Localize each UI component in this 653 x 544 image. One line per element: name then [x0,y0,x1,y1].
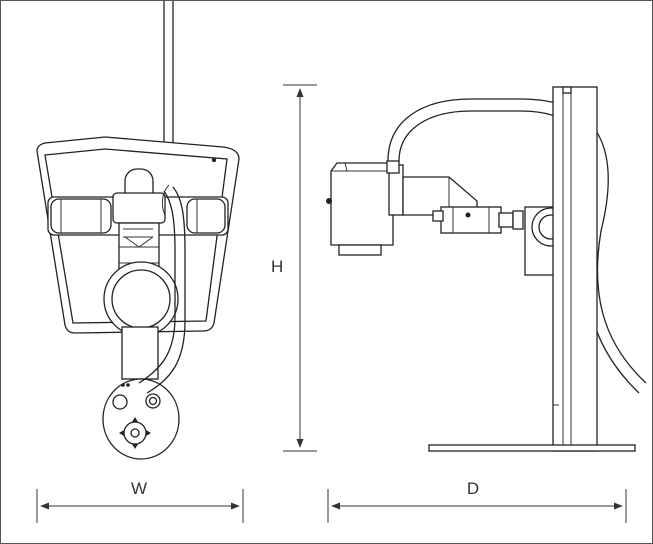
height-dimension: H [271,84,317,452]
front-led-port-left [112,394,128,410]
front-cable-outer [146,186,186,394]
side-view [326,86,647,452]
height-label: H [271,257,283,276]
depth-dimension: D [327,479,627,523]
front-view [36,1,240,460]
front-control-dial [119,417,151,449]
side-camera-body [330,162,394,246]
front-cable-inner [138,190,176,384]
side-camera-base [338,244,382,256]
front-housing-inner-edge [44,148,228,324]
front-led-ring-light [102,378,180,460]
width-label: W [131,479,147,498]
side-optics-block [440,206,502,234]
front-lower-arm [121,326,159,380]
front-lens-ring-outer [103,261,179,337]
side-base-plate [428,444,636,452]
front-left-end-cap [50,198,112,234]
front-indicator-dot [211,157,217,163]
depth-label: D [467,479,479,498]
side-cable-arc-inner [398,110,640,394]
front-right-end-cap [186,198,226,234]
width-dimension: W [36,479,244,523]
side-cable-arc-outer [387,98,647,384]
front-led-port-right [148,396,158,406]
side-vertical-pillar [552,86,598,452]
